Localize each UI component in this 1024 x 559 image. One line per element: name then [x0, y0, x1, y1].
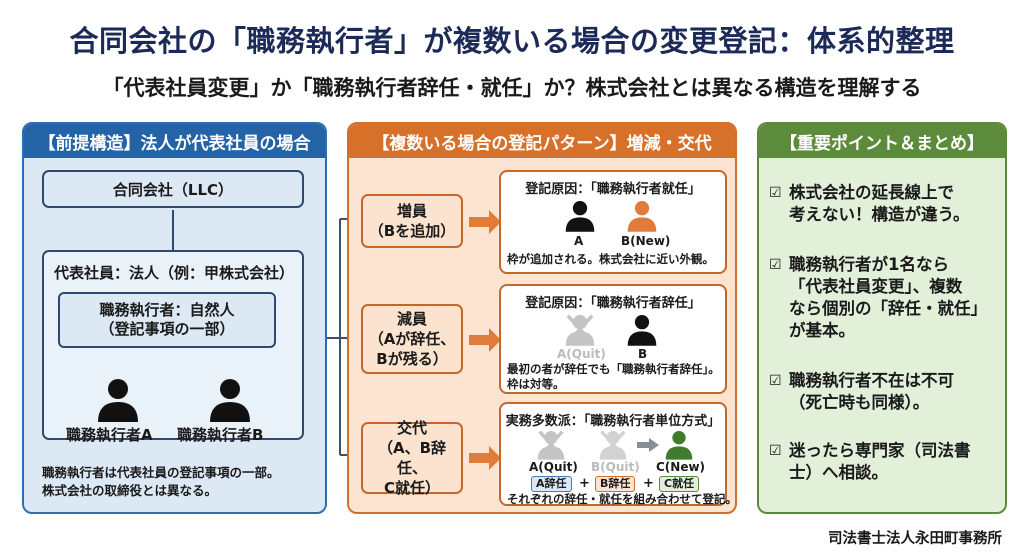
new-person-icon: [665, 431, 693, 460]
executive-a-label: 職務執行者A: [66, 426, 153, 444]
detail-note: 枠は対等。: [507, 377, 565, 391]
gray-arrow-icon: [637, 438, 659, 452]
point-line: （死亡時も同様）。: [789, 393, 930, 412]
person-icon: [98, 379, 138, 422]
key-point: ☑ 職務執行者不在は不可 （死亡時も同様）。: [769, 370, 999, 414]
point-line: なら個別の「辞任・就任」: [789, 299, 987, 318]
case-replacement-box: 交代 （A、B辞任、 C就任）: [361, 419, 463, 497]
detail-note: 最初の者が辞任でも「職務執行者辞任」。: [507, 362, 720, 376]
case-sublabel: Bが残る）: [376, 350, 448, 368]
point-line: 考えない！構造が違う。: [789, 205, 970, 224]
plus-sign: +: [579, 476, 590, 491]
note-line: 株式会社の取締役とは異なる。: [42, 483, 218, 498]
person-icon: [565, 201, 595, 232]
case-label: 増員: [396, 202, 427, 220]
person-icon: [627, 315, 657, 346]
case-label: 交代: [396, 419, 427, 437]
point-line: 職務執行者不在は不可: [789, 371, 954, 390]
person-label: B(New): [621, 234, 671, 248]
point-line: 迷ったら専門家（司法書: [789, 441, 971, 460]
case-label: 減員: [396, 310, 427, 328]
point-line: 「代表社員変更」、複数: [789, 277, 963, 296]
person-label: A: [574, 234, 584, 248]
person-label: B(Quit): [591, 460, 640, 474]
representative-member-box: 代表社員：法人（例：甲株式会社） 職務執行者：自然人 （登記事項の一部） 職務執…: [42, 250, 304, 444]
checkbox-icon: ☑: [769, 443, 782, 459]
person-label: C(New): [656, 460, 706, 474]
key-point: ☑ 株式会社の延長線上で考えない！構造が違う。: [769, 182, 999, 226]
checkbox-icon: ☑: [769, 185, 782, 201]
page-subtitle: 「代表社員変更」か「職務執行者辞任・就任」か？株式会社とは異なる構造を理解する: [102, 76, 922, 100]
panel-heading: 【重要ポイント＆まとめ】: [759, 124, 1005, 158]
case-increase-box: 増員 （Bを追加）: [361, 194, 463, 248]
point-line: 職務執行者が1名なら: [789, 255, 949, 274]
checkbox-icon: ☑: [769, 373, 782, 389]
quit-person-icon: [537, 430, 565, 460]
note-line: 職務執行者は代表社員の登記事項の一部。: [42, 465, 280, 480]
detail-heading: 登記原因：「職務執行者就任」: [525, 182, 701, 197]
case-sublabel: C就任）: [383, 479, 440, 497]
quit-person-icon: [599, 430, 627, 460]
person-label: A(Quit): [557, 347, 606, 361]
arrow-right-icon: [469, 210, 501, 234]
key-point: ☑ 迷ったら専門家（司法書士）へ相談。: [769, 440, 999, 484]
point-line: 株式会社の延長線上で: [789, 183, 954, 202]
point-line: 士）へ相談。: [789, 463, 888, 482]
llc-box: 合同会社（LLC）: [42, 170, 304, 208]
panel-heading: 【複数いる場合の登記パターン】増減・交代: [349, 124, 735, 158]
plus-sign: +: [643, 476, 654, 491]
arrow-right-icon: [469, 328, 501, 352]
executive-officer-box: 職務執行者：自然人 （登記事項の一部）: [58, 292, 276, 348]
page-title: 合同会社の「職務執行者」が複数いる場合の変更登記：体系的整理: [69, 24, 955, 58]
executive-b-label: 職務執行者B: [177, 426, 264, 444]
tag-b-resign: B辞任: [595, 476, 636, 492]
case-sublabel: （Bを追加）: [368, 222, 456, 240]
detail-note: 枠が追加される。株式会社に近い外観。: [507, 252, 714, 266]
point-line: が基本。: [789, 321, 855, 340]
case-decrease-box: 減員 （Aが辞任、 Bが残る）: [361, 304, 463, 374]
structure-note: 職務執行者は代表社員の登記事項の一部。 株式会社の取締役とは異なる。: [42, 464, 280, 500]
llc-label: 合同会社（LLC）: [112, 180, 234, 199]
key-point: ☑ 職務執行者が1名なら「代表社員変更」、複数なら個別の「辞任・就任」が基本。: [769, 254, 999, 342]
representative-member-label: 代表社員：法人（例：甲株式会社）: [54, 264, 295, 282]
detail-note: それぞれの辞任・就任を組み合わせて登記。: [507, 492, 737, 506]
registration-patterns-panel: 【複数いる場合の登記パターン】増減・交代 増員 （Bを追加） 登記原因：「職務執…: [347, 122, 737, 514]
prerequisite-structure-panel: 【前提構造】法人が代表社員の場合 合同会社（LLC） 代表社員：法人（例：甲株式…: [22, 122, 327, 514]
person-label: A(Quit): [529, 460, 578, 474]
quit-person-icon: [565, 314, 595, 346]
tag-a-resign: A辞任: [531, 476, 572, 492]
person-icon: [210, 379, 250, 422]
key-points-panel: 【重要ポイント＆まとめ】 ☑ 株式会社の延長線上で考えない！構造が違う。 ☑ 職…: [757, 122, 1007, 514]
case-replacement-detail: 実務多数派：「職務執行者単位方式」 A(Quit) B(Quit) C(New)…: [499, 402, 735, 506]
case-sublabel: （A、B辞任、: [377, 439, 447, 477]
footer-firm-name: 司法書士法人永田町事務所: [828, 531, 1002, 547]
arrow-right-icon: [469, 446, 501, 470]
person-label: B: [638, 347, 648, 361]
case-decrease-detail: 登記原因：「職務執行者辞任」 A(Quit) B 最初の者が辞任でも「職務執行者…: [499, 284, 727, 394]
executive-officer-sublabel: （登記事項の一部）: [99, 320, 235, 338]
case-sublabel: （Aが辞任、: [368, 330, 456, 348]
checkbox-icon: ☑: [769, 257, 782, 273]
case-increase-detail: 登記原因：「職務執行者就任」 A B(New) 枠が追加される。株式会社に近い外…: [499, 170, 727, 274]
detail-heading: 登記原因：「職務執行者辞任」: [525, 296, 701, 311]
tag-c-appoint: C就任: [659, 476, 700, 492]
panel-heading: 【前提構造】法人が代表社員の場合: [24, 124, 325, 158]
detail-heading: 実務多数派：「職務執行者単位方式」: [505, 414, 721, 429]
executive-officer-label: 職務執行者：自然人: [99, 301, 235, 319]
new-person-icon: [627, 201, 657, 232]
